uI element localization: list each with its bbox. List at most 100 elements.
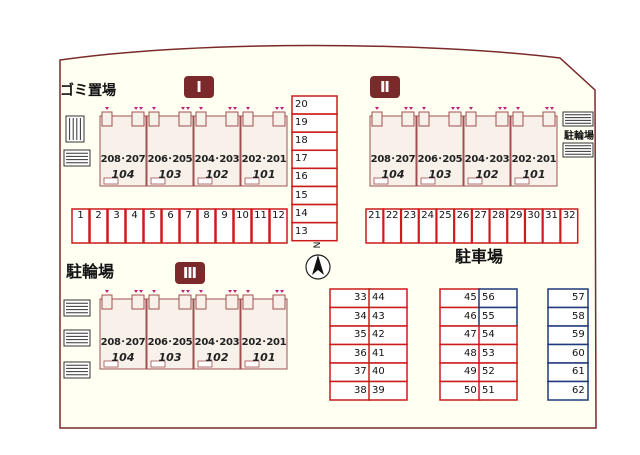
- entrance-marker: [422, 107, 426, 110]
- parking-space-number: 27: [474, 210, 488, 221]
- parking-space-number: 20: [295, 99, 308, 110]
- parking-space-number: 7: [185, 210, 192, 221]
- entrance-marker: [134, 107, 138, 110]
- parking-space-number: 47: [464, 329, 477, 341]
- parking-space-number: 53: [482, 347, 495, 359]
- parking-space-number: 57: [572, 292, 585, 304]
- garbage-area-label: ゴミ置場: [60, 83, 116, 99]
- entrance-marker: [375, 107, 379, 110]
- parking-space-number: 17: [295, 153, 308, 165]
- parking-space: [161, 208, 180, 244]
- parking-spaces: [71, 95, 589, 401]
- entrance-marker: [233, 107, 237, 110]
- building-outline: [99, 111, 288, 187]
- unit-number: 101: [522, 168, 546, 181]
- building-3-badge: Ⅲ: [175, 262, 205, 284]
- entrance-marker: [152, 290, 156, 293]
- parking-space-number: 6: [167, 210, 174, 221]
- entrance-marker: [199, 290, 203, 293]
- room-numbers: 206･205: [147, 337, 193, 348]
- parking-space: [197, 208, 216, 244]
- parking-space-number: 44: [372, 292, 385, 304]
- parking-space-number: 61: [572, 366, 585, 378]
- parking-space-number: 8: [203, 210, 210, 221]
- parking-space-number: 25: [438, 210, 452, 221]
- unit-number: 101: [252, 168, 276, 181]
- parking-space-number: 28: [492, 210, 505, 221]
- room-numbers: 204･203: [194, 154, 240, 165]
- entrance-marker: [186, 290, 190, 293]
- bicycle-rack: [562, 142, 594, 158]
- unit-number: 103: [428, 168, 452, 181]
- bicycle-racks: [63, 111, 594, 379]
- entrance-marker: [275, 290, 279, 293]
- parking-space: [179, 208, 198, 244]
- entrance-markers: [105, 107, 554, 293]
- parking-space-number: 56: [482, 292, 495, 304]
- parking-space-number: 13: [295, 225, 308, 237]
- entrance-marker: [516, 107, 520, 110]
- parking-space-number: 40: [372, 366, 385, 378]
- parking-space: [559, 208, 579, 244]
- entrance-marker: [181, 290, 185, 293]
- entrance-marker: [246, 107, 250, 110]
- room-numbers: 208･207: [100, 154, 146, 165]
- parking-space-number: 1: [77, 210, 84, 221]
- entrance-marker: [275, 107, 279, 110]
- unit-number: 102: [205, 168, 229, 181]
- parking-space: [215, 208, 234, 244]
- entrance-marker: [105, 107, 109, 110]
- parking-space: [368, 380, 408, 401]
- building-2-badge: Ⅱ: [370, 76, 400, 98]
- parking-space-number: 26: [456, 210, 470, 221]
- entrance-marker: [404, 107, 408, 110]
- unit-number: 101: [252, 351, 276, 364]
- entrance-marker: [139, 107, 143, 110]
- parking-space-number: 21: [368, 210, 381, 221]
- unit-104: 208･207 104: [100, 299, 146, 369]
- parking-space-number: 14: [295, 207, 308, 219]
- building-1-badge: Ⅰ: [184, 76, 214, 98]
- entrance-marker: [246, 290, 250, 293]
- parking-space-number: 46: [464, 310, 477, 322]
- parking-space-number: 23: [403, 210, 417, 221]
- parking-space-number: 59: [572, 329, 585, 341]
- bicycle-parking-label-right: 駐輪場: [564, 131, 594, 142]
- bicycle-rack: [63, 299, 91, 317]
- entrance-marker: [233, 290, 237, 293]
- parking-space-number: 48: [464, 347, 477, 359]
- parking-space-number: 45: [464, 292, 477, 304]
- parking-space-number: 29: [509, 210, 523, 221]
- bicycle-rack: [63, 361, 91, 379]
- entrance-marker: [181, 107, 185, 110]
- parking-lot-label: 駐車場: [455, 247, 504, 266]
- entrance-marker: [152, 107, 156, 110]
- parking-space-number: 31: [545, 210, 558, 221]
- north-label: N: [310, 241, 321, 249]
- parking-space-number: 9: [221, 210, 228, 221]
- parking-space-number: 18: [295, 135, 308, 147]
- unit-number: 104: [111, 351, 135, 364]
- parking-space: [107, 208, 126, 244]
- entrance-marker: [456, 107, 460, 110]
- parking-space: [233, 208, 252, 244]
- parking-space-number: 15: [295, 189, 308, 201]
- building-outline: [369, 111, 558, 187]
- room-numbers: 208･207: [370, 154, 416, 165]
- parking-space-number: 54: [482, 329, 495, 341]
- bicycle-rack: [63, 149, 91, 167]
- parking-space-number: 36: [354, 347, 367, 359]
- parking-space: [143, 208, 162, 244]
- bicycle-rack: [562, 111, 594, 127]
- entrance-marker: [105, 290, 109, 293]
- entrance-marker: [228, 107, 232, 110]
- parking-space-number: 32: [562, 210, 576, 221]
- parking-space-number: 38: [354, 384, 367, 396]
- parking-space-number: 51: [482, 384, 495, 396]
- parking-space-number: 42: [372, 329, 385, 341]
- bicycle-rack: [63, 329, 91, 347]
- room-numbers: 208･207: [100, 337, 146, 348]
